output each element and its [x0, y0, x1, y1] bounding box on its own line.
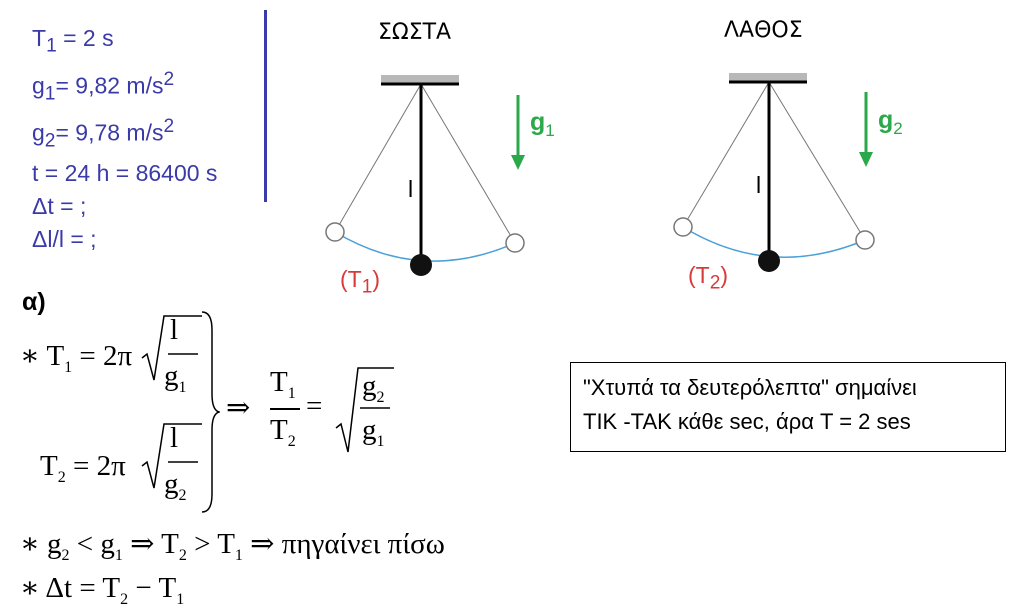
period-label-correct: (T1) [340, 266, 381, 298]
pendulum-wrong [673, 73, 875, 272]
ratio-den: T2 [270, 414, 296, 450]
eq-t1: ∗ T1 = 2π [20, 340, 133, 376]
ratio-sqrt-den: g1 [362, 414, 385, 450]
length-label-wrong: l [756, 172, 762, 198]
length-label-correct: l [408, 176, 414, 202]
section-heading: α) [22, 288, 46, 316]
title-wrong: ΛΑΘΟΣ [724, 18, 803, 43]
ratio-num: T1 [270, 366, 296, 402]
eq-inequality: ∗ g2 < g1 ⇒ T2 > T1 ⇒ πηγαίνει πίσω [20, 528, 445, 564]
gravity-label-correct: g1 [530, 108, 555, 140]
bob-left [325, 222, 345, 242]
title-correct: ΣΩΣΤΑ [378, 20, 452, 45]
bob-rest [758, 250, 780, 272]
ceiling-bar [729, 73, 807, 81]
note-box: "Χτυπά τα δευτερόλεπτα" σημαίνει ΤΙΚ -ΤΑ… [570, 362, 1006, 452]
given-t: t = 24 h = 86400 s [32, 160, 218, 187]
ratio-bar [270, 408, 300, 410]
frac-den-t1: g1 [164, 360, 187, 396]
sqrt-t2 [141, 423, 202, 489]
given-g1: g1= 9,82 m/s2 [32, 68, 175, 104]
gravity-arrow-head [859, 152, 873, 167]
bob-left [673, 217, 693, 237]
given-t1: T1 = 2 s [32, 25, 114, 57]
given-dt: Δt = ; [32, 193, 87, 220]
note-line-1: "Χτυπά τα δευτερόλεπτα" σημαίνει [583, 375, 917, 400]
frac-num-t1: l [170, 314, 179, 346]
given-dl: Δl/l = ; [32, 226, 97, 253]
bob-rest [410, 254, 432, 276]
pendulum-correct [325, 75, 525, 276]
eq-delta-t: ∗ Δt = T2 − T1 [20, 572, 185, 608]
ratio-sqrt-num: g2 [362, 370, 385, 406]
frac-num-t2: l [170, 422, 179, 454]
divider-line [264, 10, 267, 202]
bob-right [855, 230, 875, 250]
eq-t2: T2 = 2π [40, 450, 126, 486]
given-g2: g2= 9,78 m/s2 [32, 115, 175, 152]
string-left [682, 81, 770, 228]
sqrt-ratio [335, 367, 394, 453]
pendulum-diagrams [325, 73, 875, 276]
string-left [334, 83, 422, 233]
string-right [768, 81, 866, 241]
right-brace [201, 311, 220, 513]
gravity-label-wrong: g2 [878, 106, 903, 138]
period-label-wrong: (T2) [688, 262, 729, 294]
ceiling-bar [381, 75, 459, 83]
note-line-2: ΤΙΚ -ΤΑΚ κάθε sec, άρα T = 2 ses [583, 409, 911, 434]
implies-arrow: ⇒ [226, 392, 251, 424]
given-data: T1 = 2 s g1= 9,82 m/s2 g2= 9,78 m/s2 t =… [32, 22, 217, 256]
string-right [420, 83, 516, 244]
ratio-eq: = [306, 390, 323, 422]
gravity-arrow-head [511, 155, 525, 170]
sqrt-t1 [141, 315, 202, 381]
frac-den-t2: g2 [164, 468, 187, 504]
bob-right [505, 233, 525, 253]
